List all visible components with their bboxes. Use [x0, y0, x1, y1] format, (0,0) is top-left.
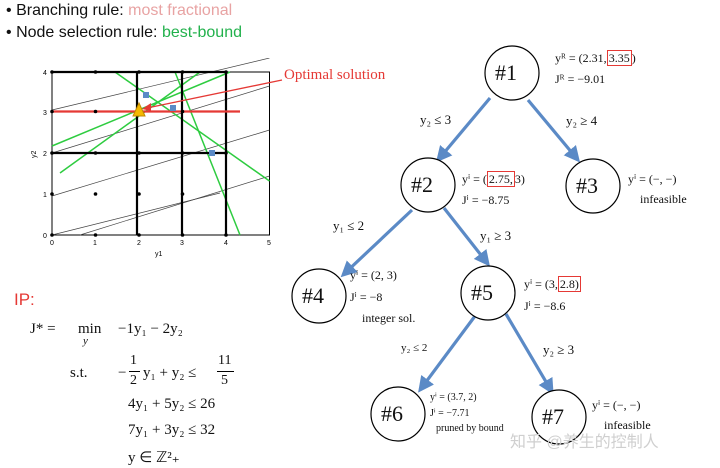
edge-2-4-label: y₁ ≤ 2: [333, 218, 365, 233]
node-selection-rule-line: • Node selection rule: best-bound: [6, 24, 242, 41]
optimal-arrow: [146, 79, 283, 109]
node-7-annotation-note: infeasible: [604, 418, 651, 432]
ip-c1-rhs-den: 5: [221, 373, 228, 388]
node-7-annotation-y: yⁱ = (−, −): [592, 398, 641, 412]
node-3-annotation-note: infeasible: [640, 192, 687, 206]
watermark: 知乎 @养生的控制人: [510, 434, 659, 451]
y-tick-4: 4: [43, 70, 47, 77]
node-4-annotation-y: yⁱ = (2, 3): [350, 268, 397, 282]
edge-1-3: [526, 98, 581, 163]
node-1: [484, 45, 540, 101]
node-5-highlight: 2.8): [557, 276, 581, 292]
node-2-annotation-j: Jⁱ = −8.75: [462, 193, 510, 207]
node-4-annotation-note: integer sol.: [362, 311, 416, 325]
edge-2-4: [340, 208, 414, 278]
ip-title: IP:: [14, 290, 35, 309]
x-axis-label: y1: [155, 251, 163, 258]
feasible-region-plot: 0 1 2 3 4 5 0 1 2 3 4 y1 y2: [31, 58, 283, 258]
node-1-highlight: 3.35: [606, 50, 632, 66]
node-3-label: #3: [576, 173, 598, 198]
node-4-label: #4: [302, 283, 324, 308]
edge-5-6: [418, 311, 480, 393]
ip-c2: 4y₁ + 5y₂ ≤ 26: [128, 396, 216, 412]
x-tick-1: 1: [93, 240, 97, 247]
node-selection-rule-value: best-bound: [161, 24, 242, 41]
ip-c1-rest: y₁ + y₂ ≤: [143, 365, 197, 381]
lp-points: [143, 92, 215, 156]
ip-min-word: min: [78, 321, 102, 337]
y-tick-1: 1: [43, 192, 47, 199]
edge-1-2-label: y₂ ≤ 3: [420, 112, 452, 127]
node-6: [370, 386, 426, 442]
x-tick-3: 3: [180, 240, 184, 247]
x-tick-2: 2: [137, 240, 141, 247]
edge-1-2: [435, 96, 492, 163]
node-5-annotation-j: Jⁱ = −8.6: [524, 299, 566, 313]
ip-c1-minus: −: [118, 365, 127, 381]
node-6-annotation-y: yⁱ = (3.7, 2): [430, 392, 477, 403]
node-2-highlight: 2.75,: [486, 171, 515, 187]
lattice-points: [50, 70, 228, 237]
x-tick-0: 0: [50, 240, 54, 247]
node-selection-rule-label: Node selection rule:: [16, 24, 158, 41]
node-7-label: #7: [542, 404, 564, 429]
node-5-annotation-y: yⁱ = (3,2.8): [524, 276, 581, 292]
node-6-label: #6: [381, 401, 403, 426]
ip-objective: −1y₁ − 2y₂: [118, 321, 183, 337]
y-tick-0: 0: [43, 233, 47, 240]
edge-5-7: [504, 313, 554, 395]
ip-c1-num: 1: [130, 353, 137, 368]
y-tick-3: 3: [43, 110, 47, 117]
y-tick-2: 2: [43, 151, 47, 158]
node-1-annotation-j: Jᴿ = −9.01: [555, 72, 606, 86]
x-tick-4: 4: [224, 240, 228, 247]
ip-c1-frac-bar: [129, 371, 140, 372]
edge-5-7-label: y₂ ≥ 3: [543, 342, 575, 357]
ip-st-word: s.t.: [70, 365, 88, 381]
ip-c1-den: 2: [130, 373, 137, 388]
optimal-point-marker: [132, 101, 146, 117]
node-4: [291, 268, 347, 324]
ip-objective-lhs: J* =: [30, 321, 56, 337]
node-3-annotation-y: yⁱ = (−, −): [628, 172, 677, 186]
edge-1-3-label: y₂ ≥ 4: [566, 113, 598, 128]
ip-min-subscript: y: [83, 335, 88, 347]
node-5: [460, 265, 516, 321]
node-4-annotation-j: Jⁱ = −8: [350, 290, 383, 304]
constraint-lines: [51, 71, 270, 236]
branching-rule-line: • Branching rule: most fractional: [6, 2, 233, 19]
node-1-label: #1: [495, 60, 517, 85]
edge-5-6-label: y₂ ≤ 2: [401, 342, 428, 354]
node-1-annotation-y: yᴿ = (2.31,3.35): [555, 50, 636, 66]
node-3: [565, 158, 621, 214]
node-7: [531, 389, 587, 445]
node-2: [400, 157, 456, 213]
arrow-head: [142, 103, 151, 111]
node-2-label: #2: [411, 172, 433, 197]
objective-isolines: [51, 58, 270, 236]
ip-c4: y ∈ ℤ²₊: [128, 450, 180, 466]
y-axis-label: y2: [31, 151, 38, 159]
optimal-solution-label: Optimal solution: [284, 67, 386, 83]
node-2-annotation-y: yⁱ = (2.75,3): [462, 171, 525, 187]
ip-c1-rhs-num: 11: [218, 353, 232, 368]
node-5-label: #5: [471, 280, 493, 305]
ip-c1-rhs-bar: [217, 371, 234, 372]
branching-rule-label: Branching rule:: [16, 2, 124, 19]
edge-2-5: [442, 207, 490, 267]
branching-rule-value: most fractional: [128, 2, 233, 19]
node-6-annotation-j: Jⁱ = −7.71: [430, 408, 470, 419]
edge-2-5-label: y₁ ≥ 3: [480, 228, 512, 243]
ip-c3: 7y₁ + 3y₂ ≤ 32: [128, 422, 216, 438]
node-6-annotation-note: pruned by bound: [436, 423, 504, 434]
x-tick-5: 5: [267, 240, 271, 247]
